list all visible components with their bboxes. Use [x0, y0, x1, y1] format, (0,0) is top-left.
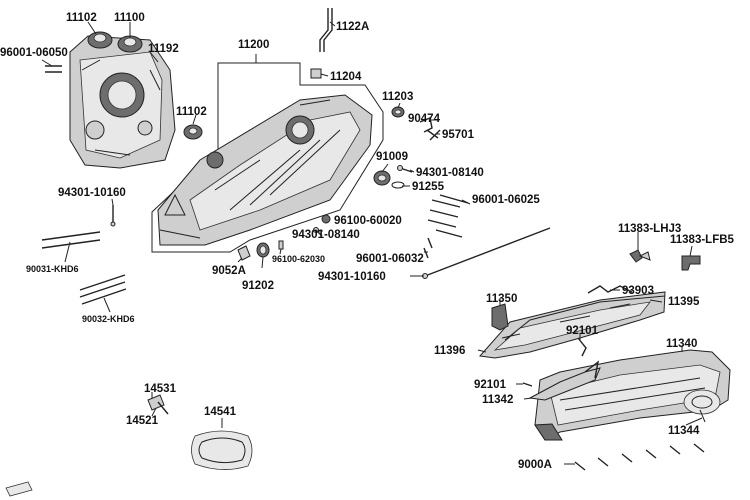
bolt-94301-10160-a: [110, 205, 116, 227]
label-9000A: 9000A: [518, 459, 552, 471]
studs-90031-KHD6: [41, 231, 101, 249]
gasket-11395: [504, 295, 666, 341]
label-96001-06050: 96001-06050: [0, 47, 68, 59]
seal-11342: [528, 360, 601, 401]
label-94301-10160-b: 94301-10160: [318, 271, 386, 283]
label-11192: 11192: [148, 43, 179, 55]
label-11203: 11203: [382, 91, 413, 103]
plug-92101-b: [522, 382, 533, 387]
label-92101-b: 92101: [474, 379, 507, 391]
breather-tube-1122A: [319, 8, 333, 52]
dowel-pins-96001-06050: [45, 65, 62, 73]
label-96100-60020: 96100-60020: [334, 215, 402, 227]
label-92101-a: 92101: [566, 325, 599, 337]
bolts-9000A: [574, 443, 705, 471]
wire-93903: [587, 285, 633, 294]
plug-92101-a: [577, 337, 587, 357]
inner-cover-11396: [479, 291, 666, 359]
oil-seal-91009: [373, 170, 391, 186]
label-90031-KHD6: 90031-KHD6: [26, 264, 79, 274]
label-95701: 95701: [442, 129, 475, 141]
label-9052A: 9052A: [212, 265, 246, 277]
label-91009: 91009: [376, 151, 408, 163]
label-94301-08140-a: 94301-08140: [416, 167, 484, 179]
label-11383-LHJ3: 11383-LHJ3: [618, 223, 681, 235]
bearing-11102-mid: [183, 124, 203, 140]
bolt-94301-08140-a: [397, 165, 413, 173]
seal-11203: [391, 106, 405, 118]
clip-95701: [426, 129, 441, 141]
label-11102-mid: 11102: [176, 106, 207, 118]
dowel-96100-62030: [278, 240, 284, 250]
bolt-94301-10160-b: [422, 227, 551, 279]
bolt-14521: [157, 401, 169, 415]
label-11200: 11200: [238, 39, 269, 51]
label-14531: 14531: [144, 383, 177, 395]
label-1122A: 1122A: [336, 21, 369, 33]
studs-90032-KHD6: [79, 274, 127, 305]
label-91255: 91255: [412, 181, 445, 193]
plug-9052A: [237, 245, 251, 261]
label-11396: 11396: [434, 345, 465, 357]
label-11342: 11342: [482, 394, 513, 406]
sleeve-14531: [147, 394, 165, 411]
outer-cover-11340: [534, 349, 731, 441]
corner-logo: [5, 481, 33, 497]
label-11204: 11204: [330, 71, 362, 83]
dowel-pins-96001-06025: [427, 194, 469, 238]
label-96001-06025: 96001-06025: [472, 194, 540, 206]
label-11395: 11395: [668, 296, 700, 308]
left-crankcase-half: [69, 35, 176, 169]
bearing-11102-top: [87, 31, 143, 53]
bracket-11350: [491, 303, 509, 331]
gasket-14541: [191, 430, 253, 470]
oring-91255: [391, 181, 405, 189]
cover-11344: [699, 409, 706, 423]
oring-91202: [256, 242, 270, 258]
label-94301-08140-b: 94301-08140: [292, 229, 360, 241]
right-crankcase-half: [151, 62, 384, 253]
label-11340: 11340: [666, 338, 697, 350]
label-90032-KHD6: 90032-KHD6: [82, 314, 135, 324]
label-90474: 90474: [408, 113, 441, 125]
dowel-96100-60020: [321, 214, 331, 224]
label-94301-10160-a: 94301-10160: [58, 187, 126, 199]
label-11102-top: 11102: [66, 12, 97, 24]
label-11383-LFB5: 11383-LFB5: [670, 234, 735, 246]
label-14541: 14541: [204, 406, 237, 418]
label-11350: 11350: [486, 293, 517, 305]
label-96001-06032: 96001-06032: [356, 253, 424, 265]
label-91202: 91202: [242, 280, 274, 292]
bolt-94301-08140-b: [313, 227, 323, 237]
label-11344: 11344: [668, 425, 700, 437]
clip-11383-LHJ3: [629, 249, 651, 263]
label-96100-62030: 96100-62030: [272, 254, 325, 264]
label-93903: 93903: [622, 285, 654, 297]
label-14521: 14521: [126, 415, 159, 427]
clip-11383-LFB5: [681, 255, 701, 271]
dowels-96001-06032: [423, 237, 433, 259]
fitting-11204: [310, 68, 322, 79]
label-11100: 11100: [114, 12, 145, 24]
